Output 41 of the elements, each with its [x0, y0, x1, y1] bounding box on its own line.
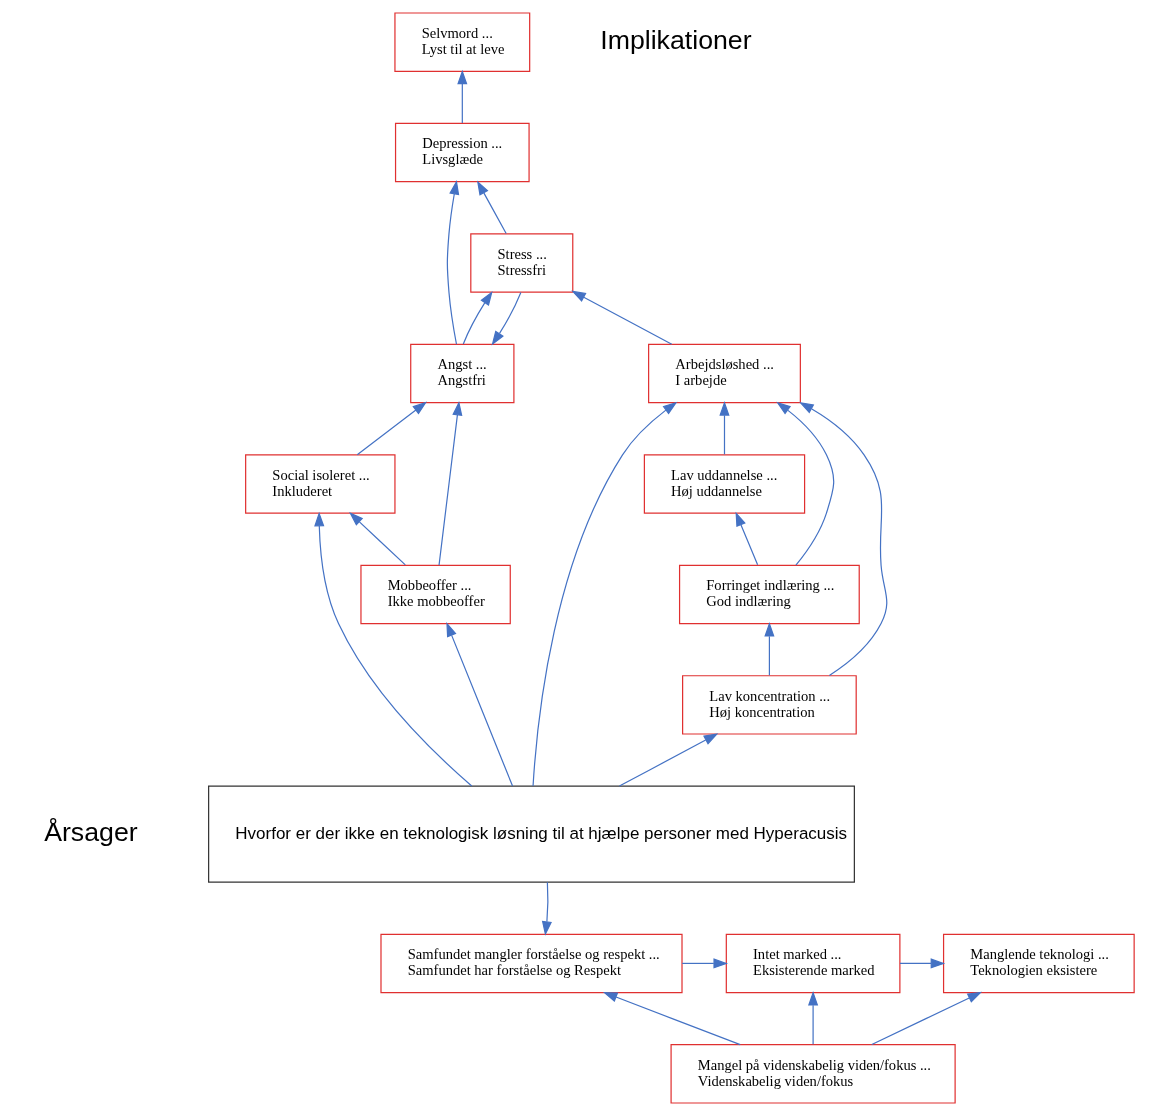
arrow [719, 401, 730, 455]
arrow [808, 990, 819, 1045]
arrow [618, 733, 719, 787]
node-box: Selvmord ... Lyst til at leve [394, 12, 531, 72]
arrow [764, 622, 775, 676]
node-box: Angst ... Angstfri [410, 343, 515, 404]
arrow [491, 291, 522, 346]
label: Årsager [44, 816, 138, 847]
arrow [476, 180, 507, 235]
node-box: Forringet indlæring ... God indlæring [678, 564, 860, 625]
node-box: Depression ... Livsglæde [394, 122, 530, 183]
arrow [571, 290, 673, 345]
node-box: Hvorfor er der ikke en teknologisk løsning til at hjælpe personer med Hyperacusis [208, 785, 855, 883]
arrow [446, 622, 514, 787]
arrow [356, 401, 427, 456]
label: Implikationer [600, 24, 752, 55]
node-box: Social isoleret ... Inkluderet [245, 454, 396, 514]
arrow [446, 180, 460, 345]
arrow [314, 511, 473, 787]
arrow [871, 991, 983, 1046]
arrow [349, 512, 406, 566]
node-box: Samfundet mangler forståelse og respekt ... Samfundet har forståelse og Respekt [380, 933, 683, 994]
node-box: Intet marked ... Eksisterende marked [725, 933, 901, 994]
arrow [776, 401, 835, 566]
arrow [735, 511, 759, 566]
arrow [602, 992, 741, 1046]
arrow [457, 69, 468, 124]
arrow [532, 401, 678, 787]
arrow [899, 958, 946, 969]
arrow [541, 881, 552, 936]
arrow [799, 401, 888, 677]
node-box: Arbejdsløshed ... I arbejde [648, 343, 801, 404]
node-box: Mangel på videnskabelig viden/fokus ... Videnskabelig viden/fokus [670, 1044, 956, 1104]
node-box: Stress ... Stressfri [470, 233, 574, 293]
node-box: Lav koncentration ... Høj koncentration [682, 675, 857, 735]
arrow [438, 400, 463, 566]
node-box: Lav uddannelse ... Høj uddannelse [643, 454, 806, 514]
arrow [681, 958, 728, 969]
node-box: Manglende teknologi ... Teknologien eksistere [942, 933, 1135, 994]
node-box: Mobbeoffer ... Ikke mobbeoffer [360, 564, 511, 625]
arrow [462, 290, 493, 345]
